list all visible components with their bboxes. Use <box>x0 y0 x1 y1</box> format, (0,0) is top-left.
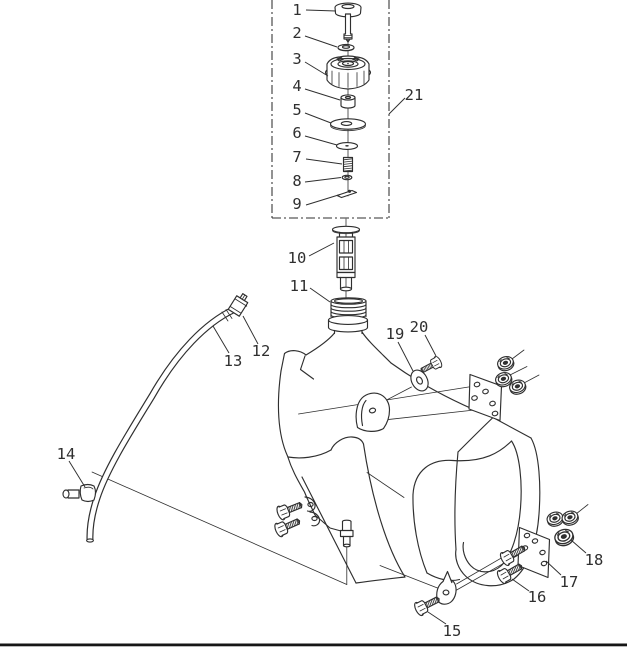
part-number-20: 20 <box>410 318 429 336</box>
part-number-14: 14 <box>57 445 76 463</box>
leader-line-20 <box>424 334 437 357</box>
part-number-3: 3 <box>292 50 301 68</box>
part-number-8: 8 <box>292 172 301 190</box>
leader-line-2 <box>304 35 338 48</box>
part-number-12: 12 <box>252 342 271 360</box>
disc-drawing <box>335 142 359 150</box>
part-number-9: 9 <box>292 195 301 213</box>
leader-line-17 <box>545 560 562 576</box>
leader-line-7 <box>305 158 343 165</box>
lower-nuts-drawing <box>544 504 589 549</box>
lever-plate-drawing <box>336 189 358 199</box>
part-number-19: 19 <box>386 325 405 343</box>
hose-clamp-lower-drawing <box>62 483 97 503</box>
strap-tab-drawing <box>379 547 520 605</box>
mounting-ear-drawing <box>355 392 391 432</box>
leader-line-3 <box>304 61 329 77</box>
part-number-15: 15 <box>443 622 462 640</box>
part-number-10: 10 <box>288 249 307 267</box>
hose-clamp-upper-drawing <box>227 293 249 317</box>
leader-line-4 <box>304 88 341 101</box>
tank-bolts-left-drawing <box>272 497 306 539</box>
fuel-strainer-drawing <box>331 225 361 292</box>
bushing-drawing <box>340 94 356 109</box>
vent-screw-drawing <box>334 2 362 43</box>
leader-line-12 <box>242 315 259 345</box>
leader-line-5 <box>304 112 332 124</box>
leader-line-6 <box>304 135 338 146</box>
leader-line-11 <box>309 287 331 303</box>
page-bottom-rule <box>0 643 627 647</box>
part-number-2: 2 <box>292 24 301 42</box>
leader-line-14 <box>68 460 86 488</box>
part-number-11: 11 <box>290 277 309 295</box>
leader-line-18 <box>570 539 587 554</box>
leader-line-16 <box>511 578 530 592</box>
part-number-1: 1 <box>292 1 301 19</box>
cap-assembly-group-box <box>271 0 390 219</box>
upper-nuts-drawing <box>493 349 540 397</box>
vent-washer-drawing <box>337 43 355 52</box>
leader-line-21 <box>388 97 406 115</box>
leader-line-10 <box>308 242 335 257</box>
leader-line-15 <box>427 611 447 625</box>
fuel-cap-drawing <box>324 55 372 90</box>
gasket-large-drawing <box>329 118 367 132</box>
part-number-13: 13 <box>224 352 243 370</box>
tank-body-drawing <box>91 331 541 587</box>
part-number-7: 7 <box>292 148 301 166</box>
part-number-21: 21 <box>405 86 424 104</box>
leader-line-9 <box>305 194 341 206</box>
ring-drawing <box>341 174 353 181</box>
part-number-18: 18 <box>585 551 604 569</box>
upper-bracket-drawing <box>468 373 503 422</box>
part-number-17: 17 <box>560 573 579 591</box>
part-number-4: 4 <box>292 77 301 95</box>
tank-neck-threads-drawing <box>327 297 369 335</box>
part-number-16: 16 <box>528 588 547 606</box>
leader-line-1 <box>305 9 337 12</box>
washer-19-drawing <box>410 369 429 392</box>
part-number-5: 5 <box>292 101 301 119</box>
leader-line-8 <box>304 177 342 183</box>
part-number-6: 6 <box>292 124 301 142</box>
fuel-hose-drawing <box>86 299 248 543</box>
leader-line-13 <box>212 325 230 354</box>
spring-drawing <box>342 156 354 173</box>
leader-line-19 <box>397 341 414 372</box>
